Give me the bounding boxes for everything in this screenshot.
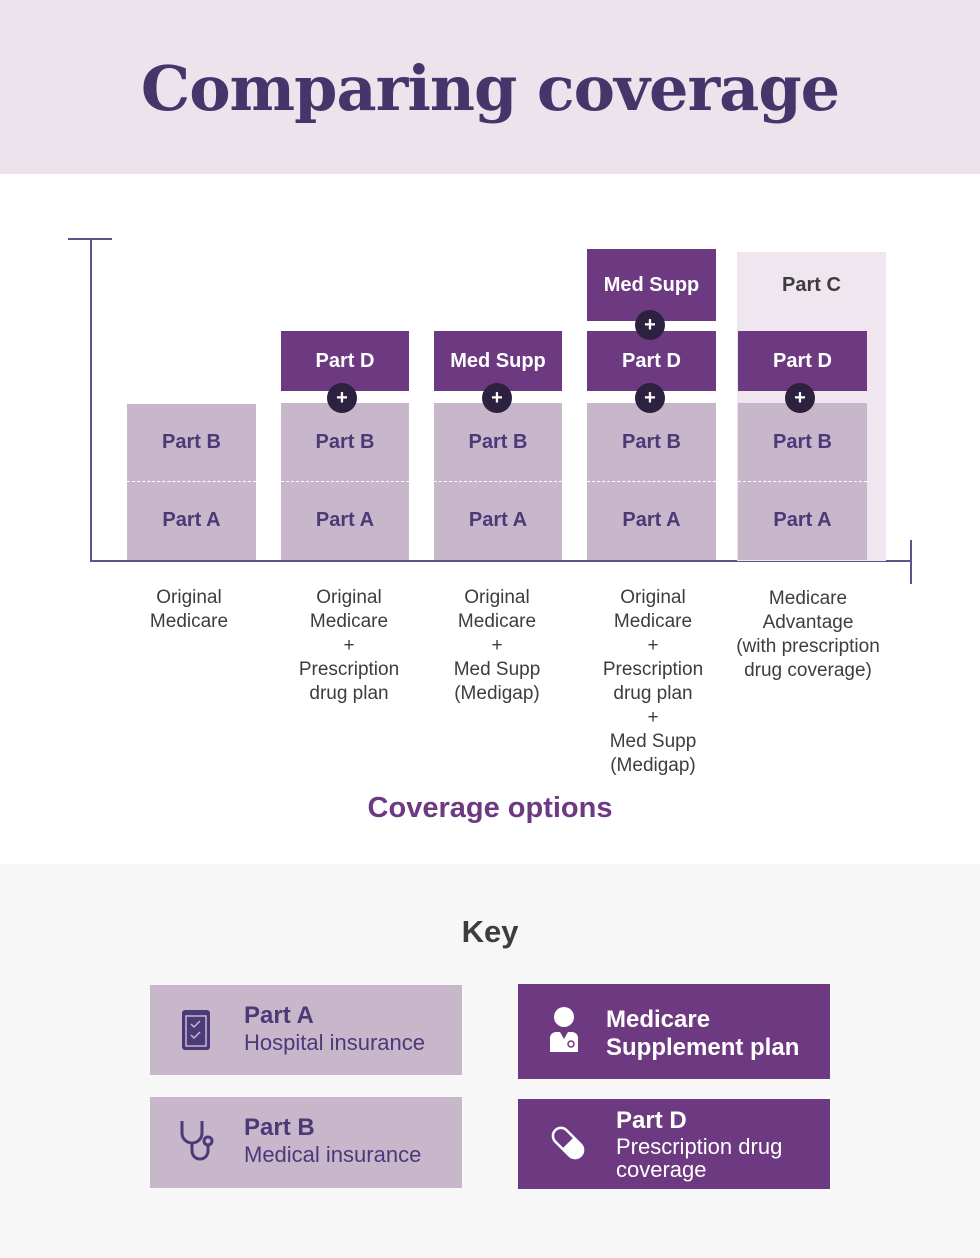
column-label-original-medicare: Original Medicare — [149, 587, 229, 632]
key-item-part-d: Part D Prescription drug coverage — [518, 1099, 830, 1189]
part-a-block: Part A — [434, 481, 562, 560]
plus-icon: + — [785, 383, 815, 413]
key-item-med-supp: Medicare Supplement plan — [518, 984, 830, 1079]
key-item-name: Part B — [244, 1114, 315, 1141]
header-banner: Comparing coverage — [0, 0, 980, 174]
part-a-block: Part A — [127, 481, 256, 560]
column-label-original-medicare-drug-plan: Original Medicare + Prescription drug pl… — [298, 587, 400, 704]
part-divider — [127, 481, 256, 482]
part-a-block: Part A — [738, 481, 867, 560]
plus-icon: + — [635, 310, 665, 340]
part-a-block: Part A — [587, 481, 716, 560]
pill-icon — [548, 1121, 588, 1167]
key-item-part-a: Part A Hospital insurance — [150, 985, 462, 1075]
column-label-medicare-advantage: Medicare Advantage (with prescription dr… — [736, 588, 880, 681]
y-axis-cap — [68, 238, 112, 240]
column-label-original-medicare-med-supp: Original Medicare + Med Supp (Medigap) — [453, 587, 541, 704]
part-d-block: Part D — [738, 331, 867, 391]
med-supp-block: Med Supp — [587, 249, 716, 321]
key-item-name: Part A — [244, 1002, 314, 1029]
part-d-block: Part D — [281, 331, 409, 391]
column-label-original-medicare-drug-plan-med-supp: Original Medicare + Prescription drug pl… — [602, 587, 704, 776]
key-item-desc: coverage — [616, 1157, 707, 1182]
key-item-name: Part D — [616, 1107, 687, 1134]
key-section: Key Part A Hospital insurance Part B — [0, 864, 980, 1258]
plus-icon: + — [327, 383, 357, 413]
part-divider — [434, 481, 562, 482]
key-title: Key — [461, 914, 519, 949]
part-b-block: Part B — [738, 403, 867, 481]
plus-icon: + — [482, 383, 512, 413]
part-divider — [587, 481, 716, 482]
part-a-block: Part A — [281, 481, 409, 560]
part-divider — [281, 481, 409, 482]
doctor-icon — [546, 1006, 586, 1052]
med-supp-block: Med Supp — [434, 331, 562, 391]
x-axis-title: Coverage options — [367, 792, 613, 824]
page-title: Comparing coverage — [140, 52, 840, 125]
part-b-block: Part B — [434, 403, 562, 481]
key-item-name: Medicare — [606, 1006, 711, 1033]
part-b-block: Part B — [587, 403, 716, 481]
x-axis — [90, 560, 912, 562]
stethoscope-icon — [176, 1117, 216, 1163]
part-divider — [738, 481, 867, 482]
part-b-block: Part B — [127, 404, 256, 481]
clipboard-icon — [176, 1007, 216, 1053]
key-item-desc: Hospital insurance — [244, 1030, 425, 1055]
part-b-block: Part B — [281, 403, 409, 481]
y-axis — [90, 238, 92, 562]
key-item-desc: Prescription drug — [616, 1134, 783, 1159]
plus-icon: + — [635, 383, 665, 413]
coverage-chart: Part C Part B Part A Part D Part B Part … — [0, 174, 980, 864]
key-item-part-b: Part B Medical insurance — [150, 1097, 462, 1188]
key-item-name: Supplement plan — [606, 1034, 800, 1061]
part-d-block: Part D — [587, 331, 716, 391]
x-axis-cap — [910, 540, 912, 584]
key-item-desc: Medical insurance — [244, 1142, 422, 1167]
